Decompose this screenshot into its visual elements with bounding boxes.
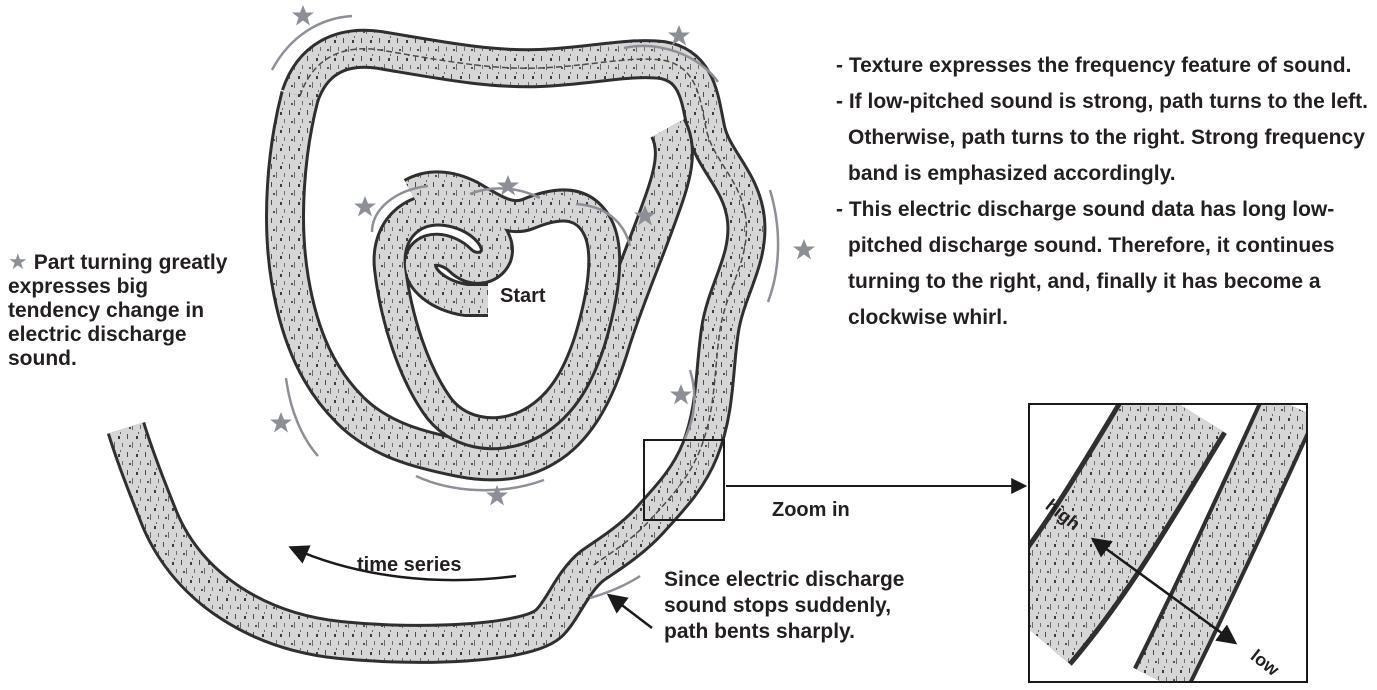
- arc-top-left: [270, 14, 353, 71]
- stop-note-line3: path bents sharply.: [664, 620, 855, 643]
- star-icon: [354, 196, 376, 217]
- legend-text: Part turning greatly expresses big tende…: [8, 251, 228, 370]
- arc-inner-left: [370, 184, 429, 233]
- star-icon: [793, 239, 815, 260]
- time-series-label: time series: [357, 554, 462, 576]
- note-bullet-1: - Texture expresses the frequency featur…: [836, 54, 1352, 77]
- zoom-source-box: [643, 439, 725, 521]
- arc-lower-right: [682, 369, 696, 441]
- star-icon: [668, 25, 690, 46]
- start-label: Start: [500, 285, 546, 307]
- star-icon: [670, 384, 692, 405]
- zoom-panel: high low: [1028, 403, 1308, 683]
- guide-arcs: [270, 14, 780, 600]
- zoom-label: Zoom in: [772, 499, 850, 521]
- outer-loop-stripe: [299, 48, 748, 567]
- arc-top-right: [623, 44, 720, 83]
- sharp-bend-arrow: [606, 593, 653, 629]
- star-legend: ★Part turning greatly expresses big tend…: [8, 250, 238, 371]
- star-icon: [634, 205, 656, 226]
- explanation-notes: - Texture expresses the frequency featur…: [836, 48, 1377, 336]
- time-series-arrow: [288, 545, 517, 582]
- star-icon: ★: [8, 249, 28, 274]
- star-icon: [497, 175, 519, 196]
- stars: [270, 5, 815, 506]
- note-bullet-2: - If low-pitched sound is strong, path t…: [836, 90, 1368, 185]
- star-icon: [292, 5, 314, 26]
- stop-note-line2: sound stops suddenly,: [664, 594, 891, 617]
- inner-curl-fill: [375, 173, 619, 448]
- arc-inner-right: [575, 202, 632, 247]
- star-icon: [486, 485, 508, 506]
- arc-lower-left: [284, 377, 319, 457]
- high-low-arrow: [1090, 537, 1238, 645]
- arc-sharp-bend: [589, 574, 641, 600]
- stop-note-line1: Since electric discharge: [664, 568, 904, 591]
- star-icon: [270, 412, 292, 433]
- note-bullet-3: - This electric discharge sound data has…: [836, 198, 1335, 329]
- arc-bottom: [415, 474, 545, 492]
- middle-loop-fill: [268, 91, 691, 479]
- arc-right: [766, 189, 780, 303]
